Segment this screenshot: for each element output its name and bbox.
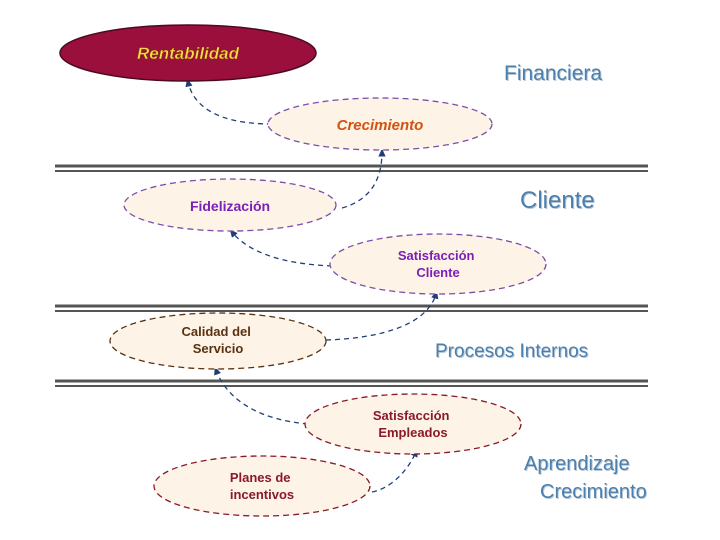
node-crecimiento-label: Crecimiento [337,117,424,134]
arrow-satisfaccion-cliente-to-fidelizacion [229,229,333,267]
node-satisfaccion-cliente-line1: Satisfacción [398,248,475,263]
divider-cliente-procesos [55,304,648,312]
node-planes-incentivos-line2: incentivos [230,487,294,502]
node-calidad-servicio: Calidad del Servicio [109,312,327,370]
node-fidelizacion-label: Fidelización [190,198,270,214]
node-planes-incentivos: Planes de incentivos [153,455,371,517]
svg-text:Calidad del Servicio: Calidad del Servicio [182,324,255,356]
arrow-satisfaccion-empleados-to-calidad [214,366,309,425]
node-satisfaccion-cliente: Satisfacción Cliente [329,233,547,295]
perspective-aprendizaje-label: Aprendizaje [524,453,630,475]
node-rentabilidad-label: Rentabilidad [137,44,240,63]
node-satisfaccion-empleados-line1: Satisfacción [373,408,450,423]
node-planes-incentivos-line1: Planes de [230,470,291,485]
node-satisfaccion-cliente-line2: Cliente [416,265,459,280]
perspective-cliente-label: Cliente [520,187,595,214]
node-rentabilidad: Rentabilidad [59,24,317,82]
perspective-crecimiento-label: Crecimiento [540,481,647,503]
divider-procesos-aprendizaje [55,379,648,387]
divider-financiera-cliente [55,164,648,172]
node-calidad-servicio-line2: Servicio [193,341,244,356]
node-satisfaccion-empleados: Satisfacción Empleados [304,393,522,455]
node-fidelizacion: Fidelización [123,178,337,232]
arrow-calidad-to-satisfaccion-cliente [325,290,439,341]
node-crecimiento: Crecimiento [267,97,493,151]
node-calidad-servicio-line1: Calidad del [182,324,251,339]
perspective-procesos-internos-label: Procesos Internos [435,341,589,362]
svg-text:Satisfacción Empleados: Satisfacción Empleados [373,408,453,440]
perspective-financiera-label: Financiera [504,62,603,85]
node-satisfaccion-empleados-line2: Empleados [378,425,447,440]
arrow-fidelizacion-to-crecimiento [341,148,386,209]
arrow-crecimiento-to-rentabilidad [185,78,273,125]
svg-text:Satisfacción Cliente: Satisfacción Cliente [398,248,478,280]
arrow-planes-to-satisfaccion-empleados [371,448,418,493]
svg-text:Planes de incentivos: Planes de incentivos [230,470,294,502]
